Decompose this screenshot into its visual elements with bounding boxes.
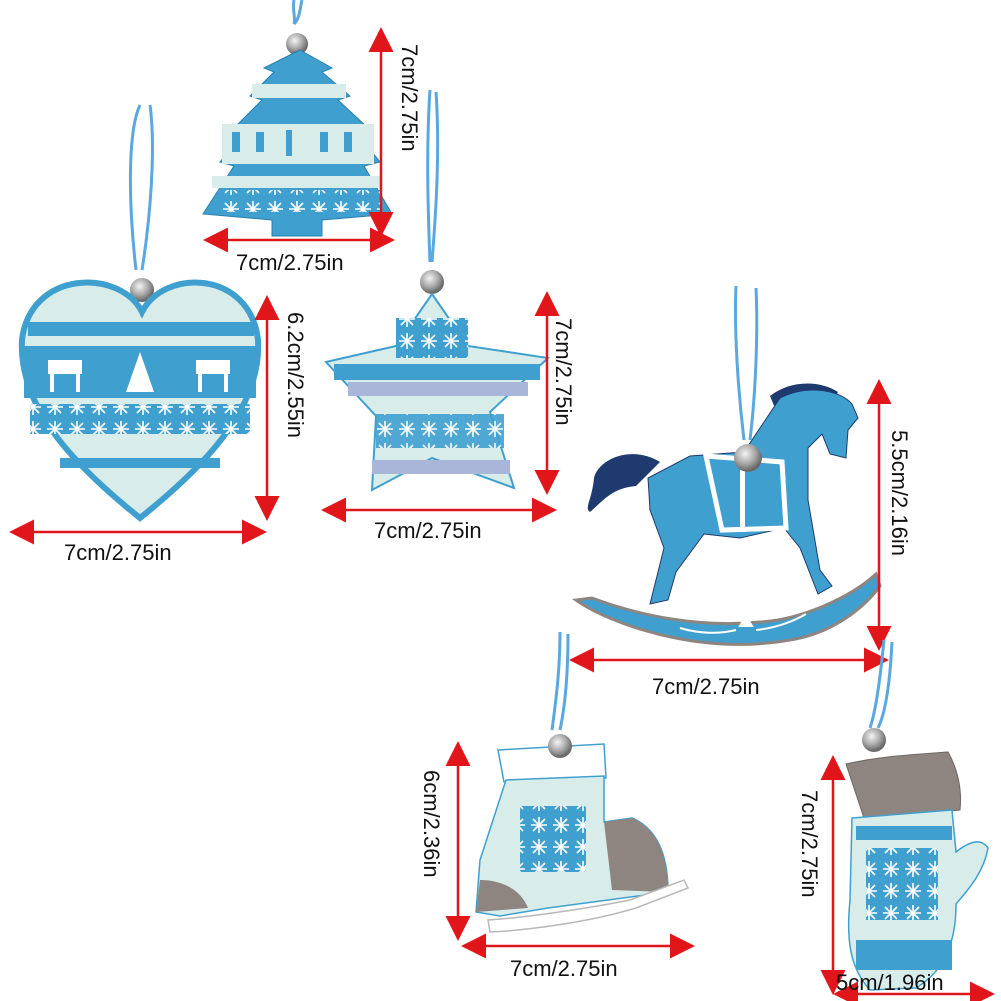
mitten-band-bottom: [856, 940, 952, 970]
heart-band-top: [28, 322, 254, 336]
mitten-ornament: [845, 639, 989, 991]
star-band-2: [348, 382, 528, 396]
skate-height-label: 6cm/2.36in: [419, 770, 444, 878]
heart-body: [18, 279, 262, 522]
star-bell: [420, 270, 444, 294]
heart-reindeer-row: [48, 352, 230, 392]
horse-body: [647, 389, 859, 605]
ice-skate-ornament: [475, 631, 690, 933]
horse-strap: [740, 470, 745, 532]
heart-band-bottom: [60, 458, 220, 468]
tree-height-label: 7cm/2.75in: [397, 44, 422, 152]
mitten-bell: [862, 728, 886, 752]
star-height-label: 7cm/2.75in: [551, 318, 576, 426]
mitten-snowflake-panel: [866, 848, 938, 920]
heart-width-label: 7cm/2.75in: [64, 540, 172, 565]
mitten-cord: [868, 639, 894, 729]
skate-toe: [476, 880, 528, 912]
star-band-3: [372, 460, 510, 474]
horse-height-label: 5.5cm/2.16in: [887, 430, 912, 556]
skate-cord: [550, 631, 570, 731]
skate-bell: [548, 734, 572, 758]
horse-tail: [587, 454, 660, 512]
tree-cord: [291, 0, 304, 26]
tree-band-3: [212, 176, 382, 188]
mitten-band-top: [856, 826, 952, 840]
star-width-label: 7cm/2.75in: [374, 518, 482, 543]
tree-width-label: 7cm/2.75in: [236, 250, 344, 275]
horse-cord: [733, 285, 759, 441]
star-ornament: [324, 89, 551, 492]
mitten-width-label: 5cm/1.96in: [836, 970, 944, 995]
rocking-horse-ornament: [571, 285, 882, 646]
tree-bell: [286, 33, 308, 55]
tree-snow-band: [218, 190, 382, 212]
star-band-1: [334, 364, 540, 380]
skate-blade: [487, 879, 690, 933]
heart-height-label: 6.2cm/2.55in: [283, 312, 308, 438]
tree-pattern-row: [232, 130, 352, 156]
horse-bell: [734, 444, 762, 472]
tree-ornament: [202, 0, 393, 237]
heart-snow-band: [30, 404, 250, 434]
skate-snowflake-panel: [520, 806, 586, 872]
horse-rocker-pattern: [679, 613, 807, 634]
horse-rocker: [571, 571, 882, 646]
mitten-cuff: [845, 751, 961, 819]
heart-ornament: [18, 104, 262, 522]
tree-band-1: [252, 84, 346, 98]
mitten-height-label: 7cm/2.75in: [797, 790, 822, 898]
heart-cord: [128, 104, 154, 271]
star-cord: [426, 89, 440, 263]
skate-heel: [604, 818, 668, 892]
heart-bell: [130, 278, 154, 302]
star-snow-band-top: [396, 318, 468, 358]
star-snow-band-mid: [376, 414, 504, 448]
horse-width-label: 7cm/2.75in: [652, 674, 760, 699]
skate-width-label: 7cm/2.75in: [510, 956, 618, 981]
